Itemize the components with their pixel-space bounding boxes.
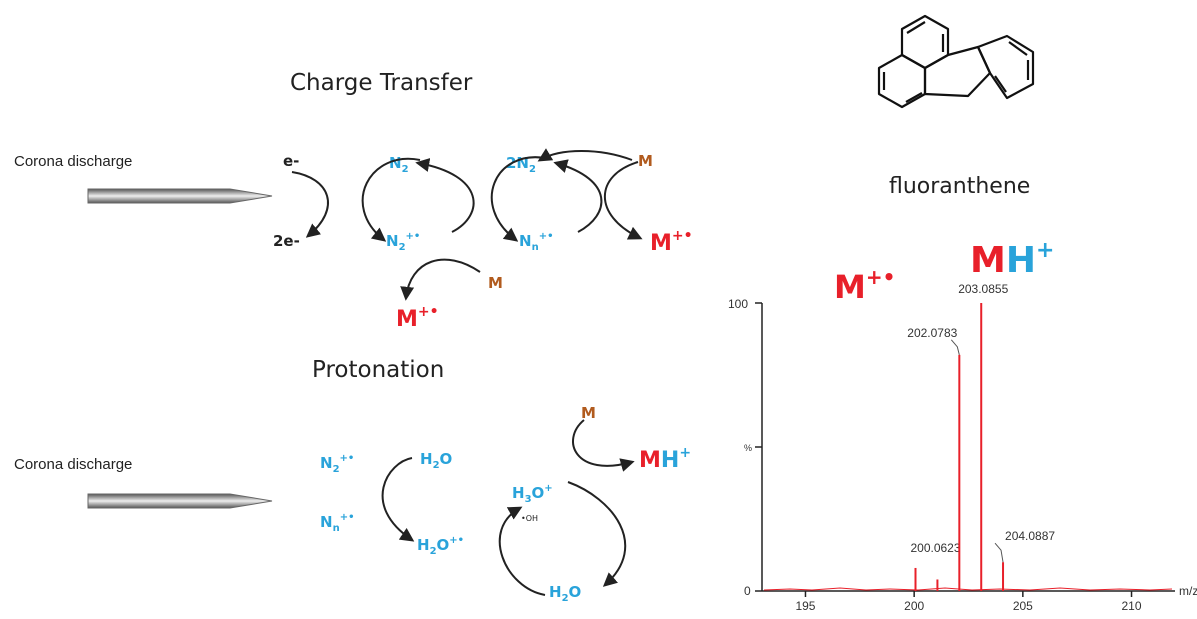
x-tick-label: 210 [1122,599,1142,613]
fluoranthene-label: fluoranthene [889,174,1030,199]
n2-ion-label: N2+• [386,231,420,253]
h2o-top-label: H2O [420,450,452,471]
big-mh-plus-label: MH+ [970,238,1054,281]
corona-needle-bottom [87,493,273,509]
peak-mz-label: 204.0887 [1005,529,1055,543]
y-tick-percent: % [744,443,752,453]
peak-mz-label: 203.0855 [958,282,1008,296]
fluoranthene-structure [877,14,1035,109]
p-m-label: M [581,404,596,422]
mass-spectrum: 100 % 0 m/z 195 200 205 210 200.0623 202.078… [728,282,1197,613]
x-tick-label: 205 [1013,599,1033,613]
y-tick-100: 100 [728,297,748,311]
x-unit-label: m/z [1179,584,1197,598]
charge-transfer-title: Charge Transfer [290,70,473,96]
oh-radical-label: •OH [521,514,538,523]
peak-mz-label: 202.0783 [907,326,957,340]
baseline-noise [763,587,1173,591]
peak-label-leader [994,542,1004,563]
m-mid-label: M [488,274,503,292]
x-tick-label: 195 [795,599,815,613]
corona-needle-top [87,188,273,204]
corona-discharge-label-2: Corona discharge [14,456,132,473]
nn-ion-label: Nn+• [519,231,553,253]
h2o-bottom-label: H2O [549,583,581,604]
h3o-label: H3O+ [512,483,553,505]
charge-transfer-arrows [291,148,643,301]
mh-plus-label: MH+ [639,445,691,473]
x-tick-label: 200 [904,599,924,613]
peak-label-leader [950,339,960,355]
big-m-ion-label: M+• [834,265,895,306]
y-tick-0: 0 [744,584,751,598]
h2o-ion-label: H2O+• [417,535,464,557]
m-top-label: M [638,152,653,170]
m-ion-right-label: M+• [650,228,693,256]
two-electrons-label: 2e- [273,232,300,250]
peak-mz-label: 200.0623 [910,541,960,555]
electron-label: e- [283,152,299,170]
m-ion-bottom-label: M+• [396,304,439,332]
corona-discharge-label: Corona discharge [14,153,132,170]
protonation-title: Protonation [312,357,444,383]
p-nn-ion-label: Nn+• [320,512,354,534]
p-n2-ion-label: N2+• [320,453,354,475]
n2-label: N2 [389,154,409,175]
protonation-arrows [381,419,635,596]
